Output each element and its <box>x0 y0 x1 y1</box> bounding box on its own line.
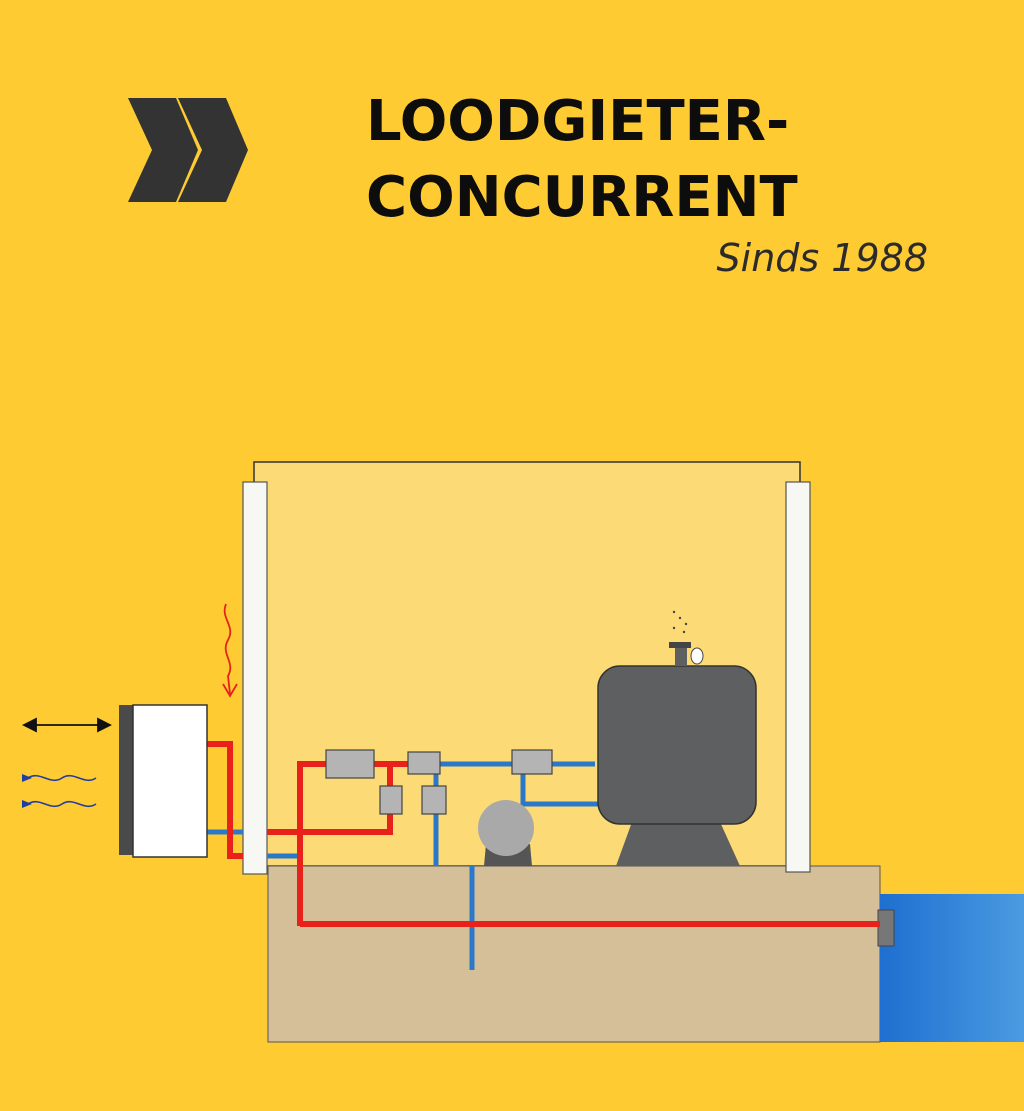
pipe-outlet <box>877 909 895 947</box>
water-body <box>880 894 1024 1042</box>
brand-title-line-2: CONCURRENT <box>366 165 798 230</box>
circulation-pump <box>478 800 534 866</box>
foundation <box>267 865 881 1043</box>
brand-tagline: Sinds 1988 <box>716 236 928 280</box>
brand-title-line-1: LOODGIETER- <box>366 89 790 154</box>
heat-wave-icon <box>222 603 238 698</box>
boiler-tank <box>597 610 757 866</box>
wind-wave-icon <box>27 774 97 808</box>
heat-pump-outdoor-unit <box>119 704 208 858</box>
left-wall <box>242 481 268 875</box>
valve <box>407 751 441 775</box>
valve <box>325 749 375 779</box>
airflow-arrow-icon <box>21 717 113 733</box>
right-wall <box>785 481 811 873</box>
valve <box>511 749 553 775</box>
valve <box>421 785 447 815</box>
double-chevron-icon <box>128 98 248 202</box>
valve <box>379 785 403 815</box>
